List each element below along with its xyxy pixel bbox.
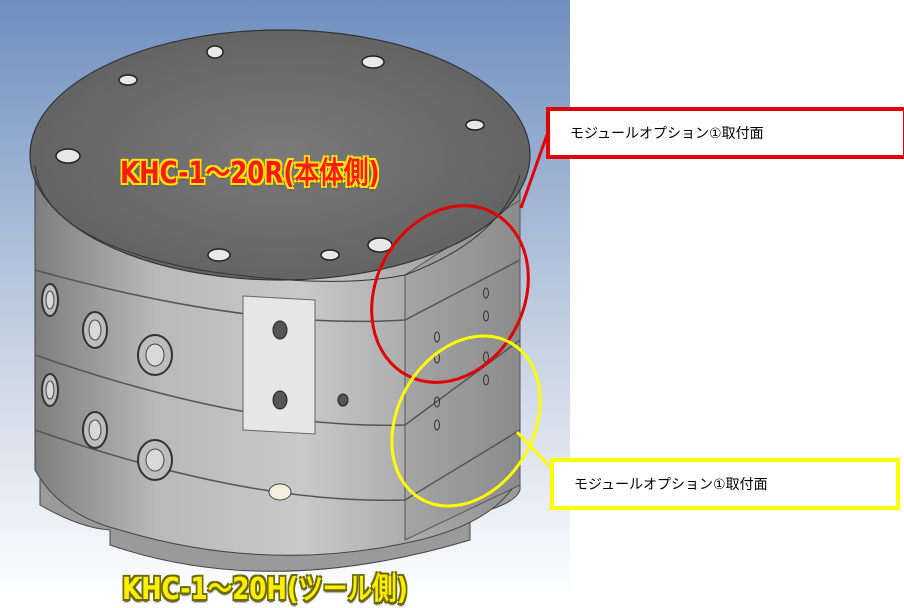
tool-side-label: KHC-1～20H(ツール側) (122, 572, 408, 607)
top-bolt-holes (55, 45, 485, 262)
highlight-ellipse-yellow (390, 334, 542, 508)
callout-top-text: モジュールオプション①取付面 (570, 126, 764, 142)
callout-bottom-text: モジュールオプション①取付面 (574, 477, 768, 493)
center-plate (242, 295, 316, 435)
top-edge (34, 164, 521, 282)
bottom-pin (268, 483, 292, 501)
leader-line-red (519, 131, 550, 209)
front-port-cores (45, 290, 165, 472)
highlight-ellipse-red (370, 204, 530, 384)
plate-screws (272, 320, 349, 410)
top-face (29, 29, 531, 281)
leader-line-yellow (515, 430, 555, 472)
callout-bottom: モジュールオプション①取付面 (550, 458, 900, 510)
band-line-3 (34, 429, 521, 502)
body-side-label: KHC-1～20R(本体側) (120, 156, 380, 191)
callout-top: モジュールオプション①取付面 (546, 107, 904, 159)
